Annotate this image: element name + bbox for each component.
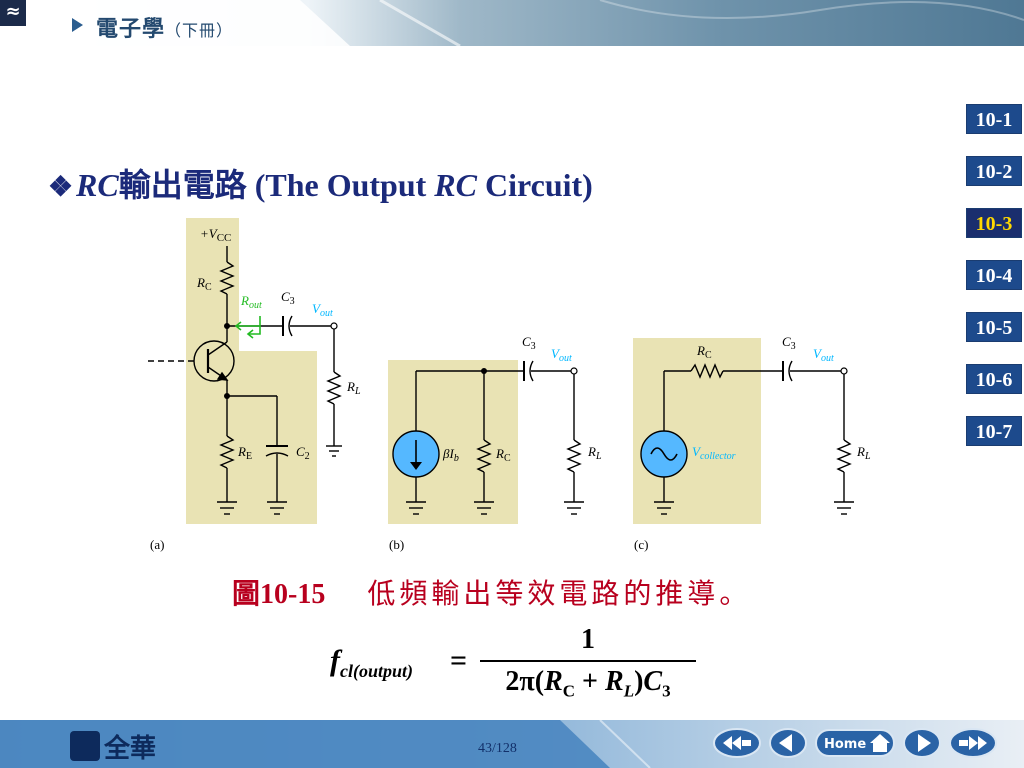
book-title: 電子學（下冊）	[96, 11, 233, 43]
cutoff-frequency-formula: fcl(output) = 1 2π(RC + RL)C3	[330, 624, 710, 704]
title-chinese: 輸出電路	[118, 167, 255, 203]
label-panel-a: (a)	[150, 537, 164, 552]
label-re: RE	[237, 444, 252, 462]
label-panel-b: (b)	[389, 537, 404, 552]
output-terminal	[570, 367, 578, 375]
figure-caption: 圖10-15 低頻輸出等效電路的推導。	[232, 572, 751, 612]
section-button-10-2[interactable]: 10-2	[966, 156, 1022, 186]
den-rl-sub: L	[623, 681, 635, 701]
first-page-button[interactable]	[712, 727, 762, 759]
sine-wave-icon	[650, 447, 678, 461]
play-arrow-icon	[72, 18, 83, 32]
house-icon	[870, 734, 890, 752]
title-english-1: (The Output	[254, 167, 435, 203]
section-button-10-1[interactable]: 10-1	[966, 104, 1022, 134]
next-page-button[interactable]	[902, 727, 942, 759]
label-vout-a: Vout	[312, 301, 333, 319]
title-english-rc: RC	[434, 167, 477, 203]
panel-backgrounds	[186, 218, 761, 524]
node-dot	[224, 323, 230, 329]
formula-denominator: 2π(RC + RL)C3	[480, 666, 696, 702]
home-button[interactable]: Home	[814, 727, 896, 759]
slide-title: ❖RC輸出電路 (The Output RC Circuit)	[48, 160, 593, 206]
label-c3-a: C3	[281, 289, 295, 307]
formula-lhs-subscript: cl(output)	[340, 661, 414, 681]
section-button-10-3[interactable]: 10-3	[966, 208, 1022, 238]
current-arrow-head	[410, 462, 422, 470]
label-c2: C2	[296, 444, 310, 462]
publisher-name: 全華	[104, 734, 157, 764]
label-c3-b: C3	[522, 334, 536, 352]
caption-description: 低頻輸出等效電路的推導。	[367, 579, 752, 610]
circuit-b	[406, 360, 584, 515]
node-dot	[224, 393, 230, 399]
label-rc-a: RC	[196, 275, 212, 293]
section-button-10-5[interactable]: 10-5	[966, 312, 1022, 342]
label-vout-b: Vout	[551, 346, 572, 364]
label-rl-b: RL	[587, 444, 602, 462]
den-close: )	[634, 666, 644, 697]
den-rl: R	[605, 666, 624, 697]
fraction-bar	[480, 660, 696, 662]
corner-logo: ≈	[0, 0, 26, 26]
panel-a-background	[186, 218, 317, 524]
header-banner	[0, 0, 1024, 46]
double-right-arrow-icon	[959, 736, 987, 750]
label-vcollector: Vcollector	[692, 444, 736, 462]
label-rc-c: RC	[696, 343, 712, 361]
circuit-c	[654, 360, 854, 515]
den-prefix: 2π(	[505, 666, 545, 697]
label-rl-c: RL	[856, 444, 871, 462]
den-rc: R	[544, 666, 563, 697]
right-arrow-icon	[918, 734, 931, 752]
output-terminal	[330, 322, 338, 330]
publisher-mark-icon	[70, 731, 100, 761]
label-rout: Rout	[240, 293, 262, 311]
title-english-2: Circuit)	[476, 167, 593, 203]
label-rc-b: RC	[495, 446, 511, 464]
den-rc-sub: C	[562, 681, 576, 701]
label-panel-c: (c)	[634, 537, 648, 552]
page-number: 43/128	[478, 741, 517, 756]
double-left-arrow-icon	[723, 736, 751, 750]
formula-lhs: fcl(output)	[330, 644, 413, 682]
label-c3-c: C3	[782, 334, 796, 352]
publisher-logo: 全華	[70, 728, 156, 765]
book-volume: （下冊）	[165, 21, 234, 40]
formula-f: f	[330, 644, 340, 677]
section-button-10-6[interactable]: 10-6	[966, 364, 1022, 394]
rout-arrows	[234, 316, 261, 339]
formula-numerator: 1	[581, 624, 595, 655]
home-label: Home	[824, 737, 866, 752]
panel-c-background	[633, 338, 761, 524]
slide-header	[0, 0, 1024, 46]
node-dot	[481, 368, 487, 374]
den-c: C	[643, 666, 663, 697]
label-rl-a: RL	[346, 379, 361, 397]
section-button-10-7[interactable]: 10-7	[966, 416, 1022, 446]
previous-page-button[interactable]	[768, 727, 808, 759]
title-rc: RC	[76, 167, 119, 203]
book-title-text: 電子學	[96, 17, 166, 42]
bullet-diamond-icon: ❖	[48, 172, 74, 203]
left-arrow-icon	[779, 734, 792, 752]
label-vout-c: Vout	[813, 346, 834, 364]
den-plus: +	[575, 666, 605, 697]
label-beta-ib: βIb	[442, 446, 459, 464]
den-c-sub: 3	[662, 681, 671, 701]
formula-equals: =	[450, 644, 468, 677]
output-terminal	[840, 367, 848, 375]
last-page-button[interactable]	[948, 727, 998, 759]
section-button-10-4[interactable]: 10-4	[966, 260, 1022, 290]
caption-label: 圖10-15	[232, 579, 326, 610]
label-vcc: +VCC	[200, 226, 231, 244]
